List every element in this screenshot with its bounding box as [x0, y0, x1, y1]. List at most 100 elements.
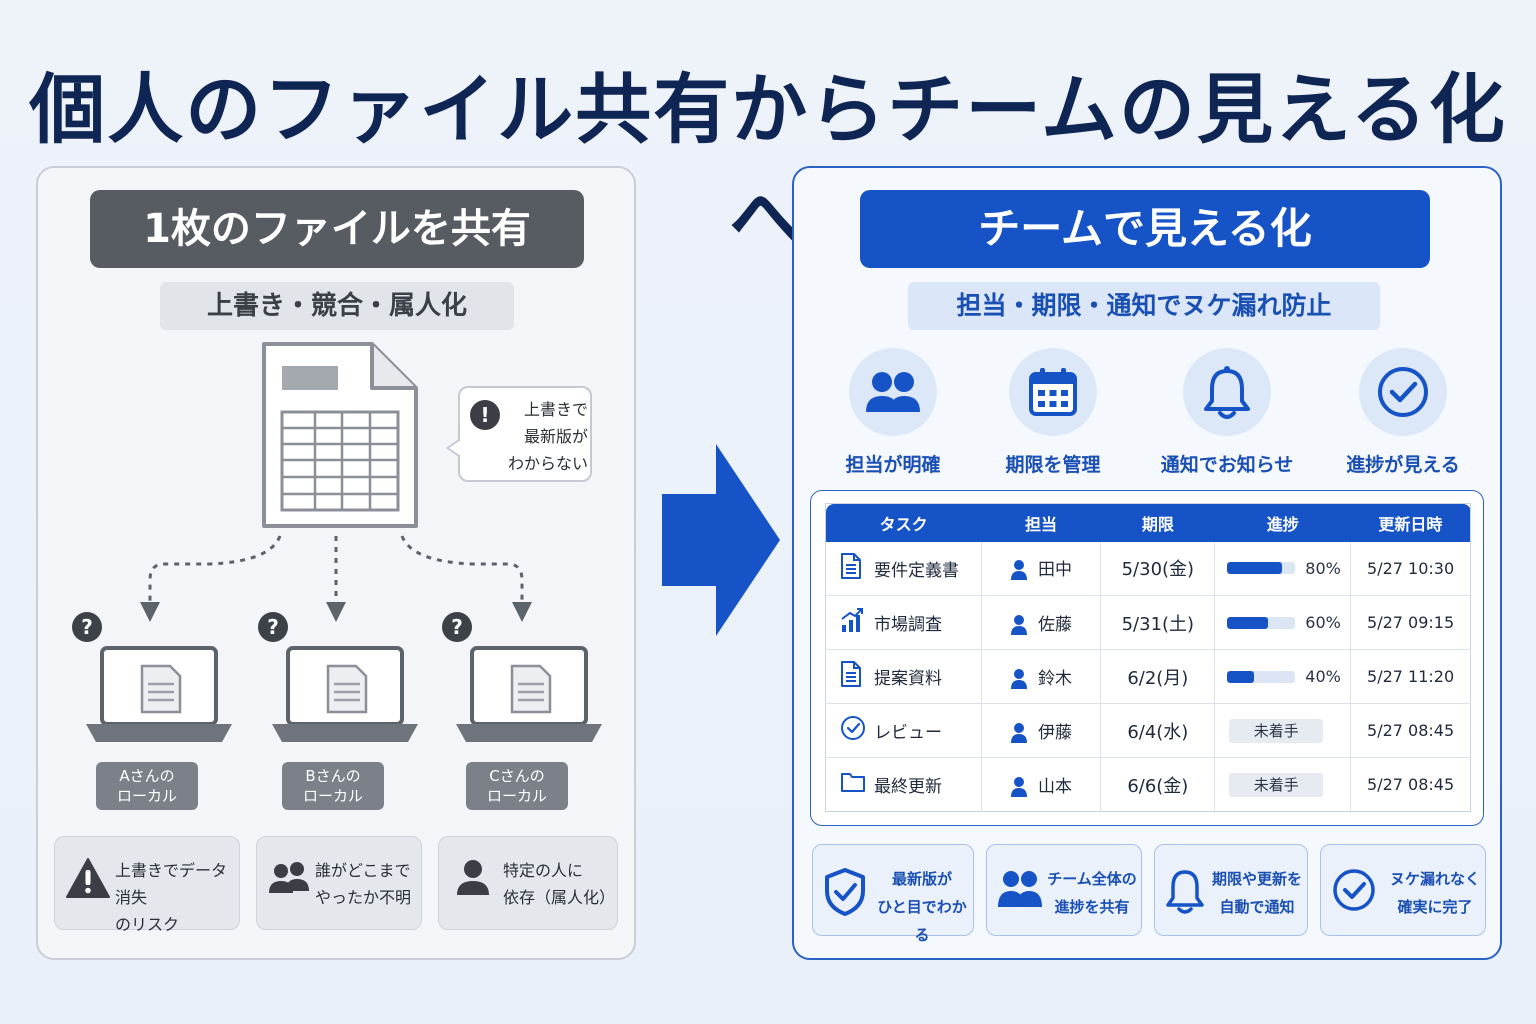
document-icon [840, 660, 864, 693]
owner-name: 田中 [1038, 560, 1073, 581]
laptop-icon [86, 646, 232, 742]
progress-bar-fill [1227, 616, 1269, 629]
not-started-badge: 未着手 [1229, 772, 1324, 797]
table-header-row: タスク 担当 期限 進捗 更新日時 [825, 503, 1471, 542]
progress-cell: 未着手 [1214, 757, 1352, 812]
calendar-icon [1029, 368, 1077, 416]
benefit-text: ヌケ漏れなく 確実に完了 [1389, 870, 1480, 916]
bell-icon [1204, 366, 1250, 419]
warning-icon [66, 858, 110, 898]
laptop-label-b: Bさんの ローカル [282, 762, 384, 810]
owner-cell: 伊藤 [981, 703, 1102, 758]
owner-name: 伊藤 [1038, 722, 1073, 743]
table-row[interactable]: 最終更新 山本 6/6(金) 未着手 5/27 08:45 [825, 757, 1471, 812]
shield-check-icon [825, 868, 865, 916]
left-panel: 1枚のファイルを共有 上書き・競合・属人化 ! 上書きで 最新版が わからない [36, 166, 636, 960]
progress-bar [1227, 616, 1296, 629]
feature-notification: 通知でお知らせ [1152, 348, 1302, 477]
feature-label: 進捗が見える [1346, 454, 1460, 476]
progress-percent: 60% [1305, 613, 1341, 632]
right-subheader: 担当・期限・通知でヌケ漏れ防止 [908, 282, 1380, 330]
warning-bubble: ! 上書きで 最新版が わからない [446, 386, 592, 482]
updated-time: 5/27 09:15 [1350, 595, 1471, 650]
progress-percent: 80% [1305, 558, 1341, 578]
folder-icon [840, 771, 865, 798]
check-circle-icon [1378, 367, 1428, 417]
risk-unclear-progress: 誰がどこまで やったか不明 [256, 836, 422, 930]
table-row[interactable]: 市場調査 佐藤 5/31(土) 60% 5/27 09:15 [825, 595, 1471, 650]
task-table-card: タスク 担当 期限 進捗 更新日時 要件定義書 田中 5/30(金) 80% 5/27 … [810, 490, 1484, 826]
task-name: 要件定義書 [874, 560, 959, 581]
owner-cell: 佐藤 [981, 595, 1102, 650]
column-header: 更新日時 [1350, 503, 1471, 542]
benefit-text: 期限や更新を 自動で通知 [1211, 870, 1302, 916]
not-started-badge: 未着手 [1229, 718, 1324, 743]
progress-cell: 60% [1214, 595, 1352, 650]
bubble-text: 上書きで 最新版が わからない [507, 400, 588, 473]
progress-cell: 40% [1214, 649, 1352, 704]
updated-time: 5/27 08:45 [1367, 775, 1455, 794]
laptop-b: ? [258, 608, 420, 758]
feature-deadline: 期限を管理 [978, 348, 1128, 477]
benefit-text: チーム全体の 進捗を共有 [1047, 870, 1137, 916]
risk-data-loss: 上書きでデータ消失 のリスク [54, 836, 240, 934]
progress-bar-fill [1227, 562, 1282, 575]
exclamation-icon: ! [470, 400, 500, 430]
due-date: 5/31(土) [1100, 595, 1216, 650]
people-icon [269, 862, 309, 893]
risk-dependency: 特定の人に 依存（属人化） [438, 836, 618, 930]
due-date: 5/30(金) [1100, 541, 1216, 596]
due-date: 6/6(金) [1100, 757, 1216, 812]
laptop-icon [272, 646, 418, 742]
bell-icon [1166, 870, 1204, 914]
due-date: 6/2(月) [1100, 649, 1216, 704]
progress-bar [1227, 562, 1296, 575]
document-icon [840, 552, 864, 585]
task-name: 提案資料 [874, 669, 942, 689]
owner-cell: 山本 [981, 757, 1102, 812]
task-cell: 提案資料 [825, 649, 982, 704]
benefit-auto-notify: 期限や更新を 自動で通知 [1154, 844, 1308, 936]
person-icon [1011, 668, 1028, 689]
right-header: チームで見える化 [860, 190, 1430, 268]
feature-owner: 担当が明確 [818, 348, 968, 477]
person-icon [1011, 776, 1028, 797]
benefit-text: 最新版が ひと目でわかる [877, 870, 967, 944]
feature-progress: 進捗が見える [1328, 348, 1478, 477]
laptop-label-c: Cさんの ローカル [466, 762, 568, 810]
person-icon [1011, 722, 1028, 743]
column-header: タスク [825, 503, 982, 542]
laptop-icon [456, 646, 602, 742]
right-panel: チームで見える化 担当・期限・通知でヌケ漏れ防止 担当が明確 [792, 166, 1502, 960]
feature-label: 通知でお知らせ [1160, 454, 1294, 476]
progress-bar-fill [1227, 670, 1255, 683]
check-circle-icon [1333, 869, 1375, 911]
task-cell: レビュー [825, 703, 982, 758]
updated-time: 5/27 10:30 [1350, 541, 1471, 596]
person-icon [457, 860, 489, 895]
column-header: 進捗 [1214, 503, 1351, 542]
task-name: 最終更新 [874, 777, 942, 797]
table-row[interactable]: 要件定義書 田中 5/30(金) 80% 5/27 10:30 [825, 541, 1471, 596]
task-table: タスク 担当 期限 進捗 更新日時 要件定義書 田中 5/30(金) 80% 5/27 … [825, 503, 1471, 812]
progress-percent: 40% [1305, 667, 1341, 686]
laptop-a: ? [72, 608, 234, 758]
owner-name: 佐藤 [1038, 614, 1073, 635]
transition-arrow-icon [662, 444, 780, 636]
task-cell: 市場調査 [825, 595, 982, 650]
spreadsheet-file-icon [262, 342, 418, 528]
progress-cell: 未着手 [1214, 703, 1352, 758]
updated-time: 5/27 11:20 [1350, 649, 1471, 704]
progress-bar [1227, 670, 1296, 683]
feature-label: 担当が明確 [845, 454, 941, 476]
progress-cell: 80% [1214, 541, 1352, 596]
column-header: 期限 [1100, 503, 1215, 542]
distribution-arrows [140, 535, 532, 622]
task-cell: 要件定義書 [825, 541, 982, 596]
updated-time: 5/27 08:45 [1350, 703, 1471, 758]
owner-name: 山本 [1038, 776, 1073, 797]
risk-text: 上書きでデータ消失 のリスク [115, 861, 228, 934]
task-name: レビュー [874, 723, 942, 743]
